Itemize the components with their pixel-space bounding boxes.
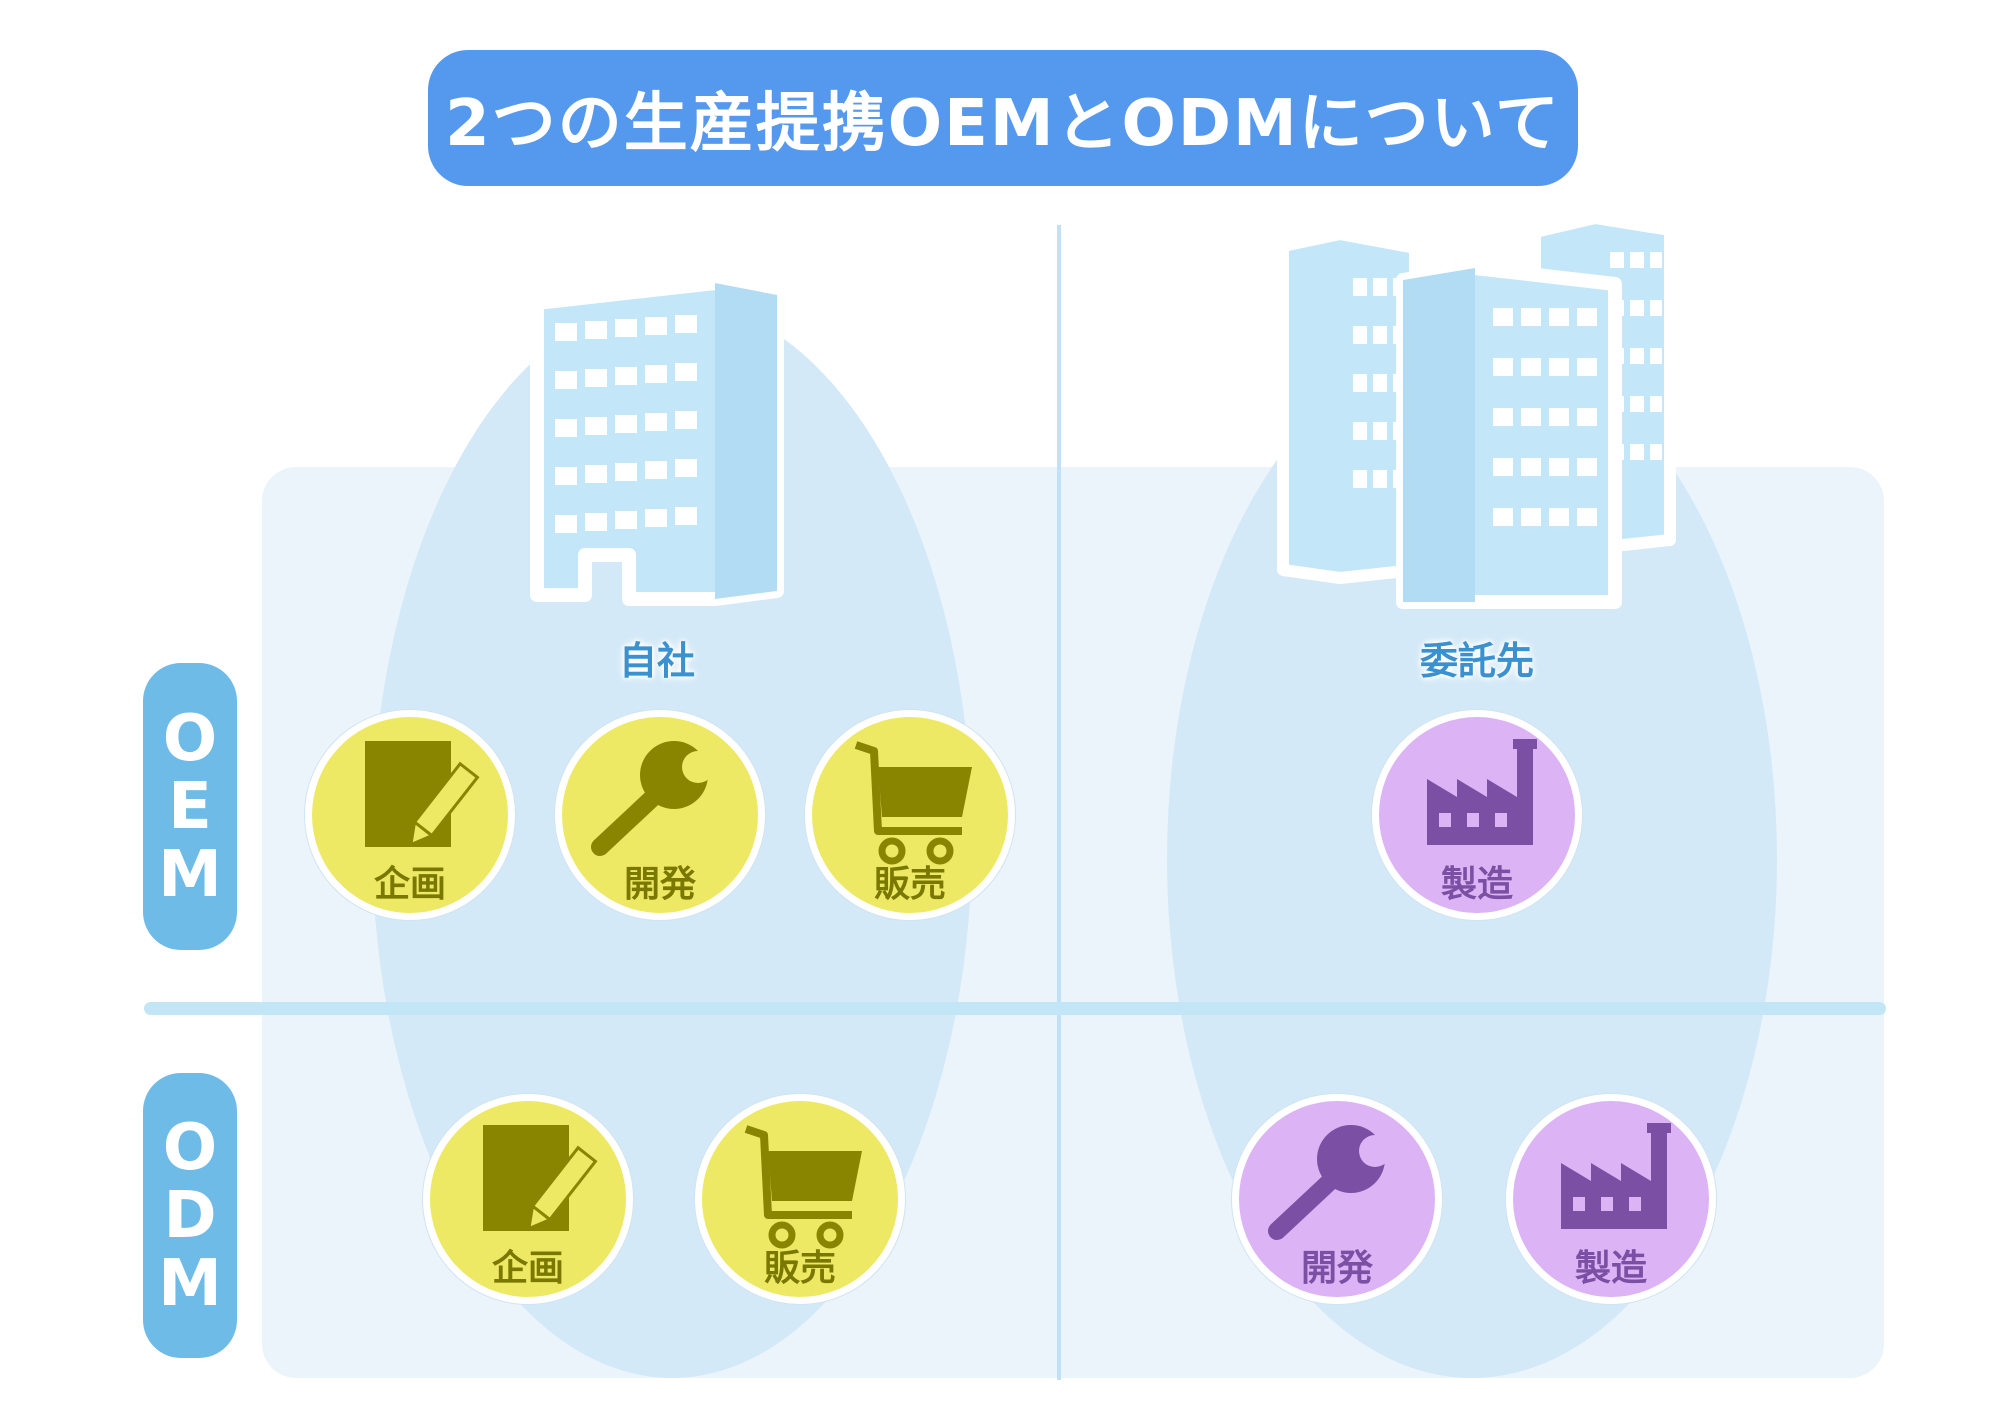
odm-row-label: O D M [143,1073,237,1358]
oem-manufacturing-label: 製造 [1440,864,1513,905]
odm-manufacturing-label: 製造 [1574,1248,1647,1289]
office-building-icon [1277,212,1676,609]
odm-letter-o: O [162,1110,218,1185]
oem-row-label: O E M [143,663,237,950]
oem-letter-e: E [168,769,212,844]
odm-development-label: 開発 [1300,1248,1373,1289]
factory-icon [1561,1123,1671,1229]
oem-sales-node: 販売 [805,710,1015,920]
odm-sales-label: 販売 [763,1248,836,1289]
oem-sales-label: 販売 [873,864,946,905]
page-title: 2つの生産提携OEMとODMについて [428,50,1578,186]
oem-development-label: 開発 [623,864,696,905]
contractor-label: 委託先 [1419,639,1534,683]
oem-manufacturing-node: 製造 [1372,710,1582,920]
odm-letter-m: M [158,1246,222,1321]
column-divider [1057,225,1061,1380]
odm-letter-d: D [163,1178,217,1253]
wrench-icon [1268,1125,1398,1240]
odm-development-node: 開発 [1232,1094,1442,1304]
factory-icon [1427,739,1537,845]
odm-planning-label: 企画 [491,1248,564,1289]
oem-letter-o: O [162,701,218,776]
shopping-cart-icon [744,1125,862,1249]
oem-planning-node: 企画 [305,710,515,920]
oem-letter-m: M [158,837,222,912]
odm-manufacturing-node: 製造 [1506,1094,1716,1304]
own-company-label: 自社 [618,639,695,683]
odm-sales-node: 販売 [695,1094,905,1304]
notepad-pencil-icon [365,741,480,848]
office-building-icon [530,276,784,606]
wrench-icon [591,741,721,856]
odm-planning-node: 企画 [423,1094,633,1304]
notepad-pencil-icon [483,1125,598,1232]
oem-development-node: 開発 [555,710,765,920]
row-divider [144,1002,1886,1015]
oem-planning-label: 企画 [373,864,446,905]
shopping-cart-icon [854,741,972,865]
